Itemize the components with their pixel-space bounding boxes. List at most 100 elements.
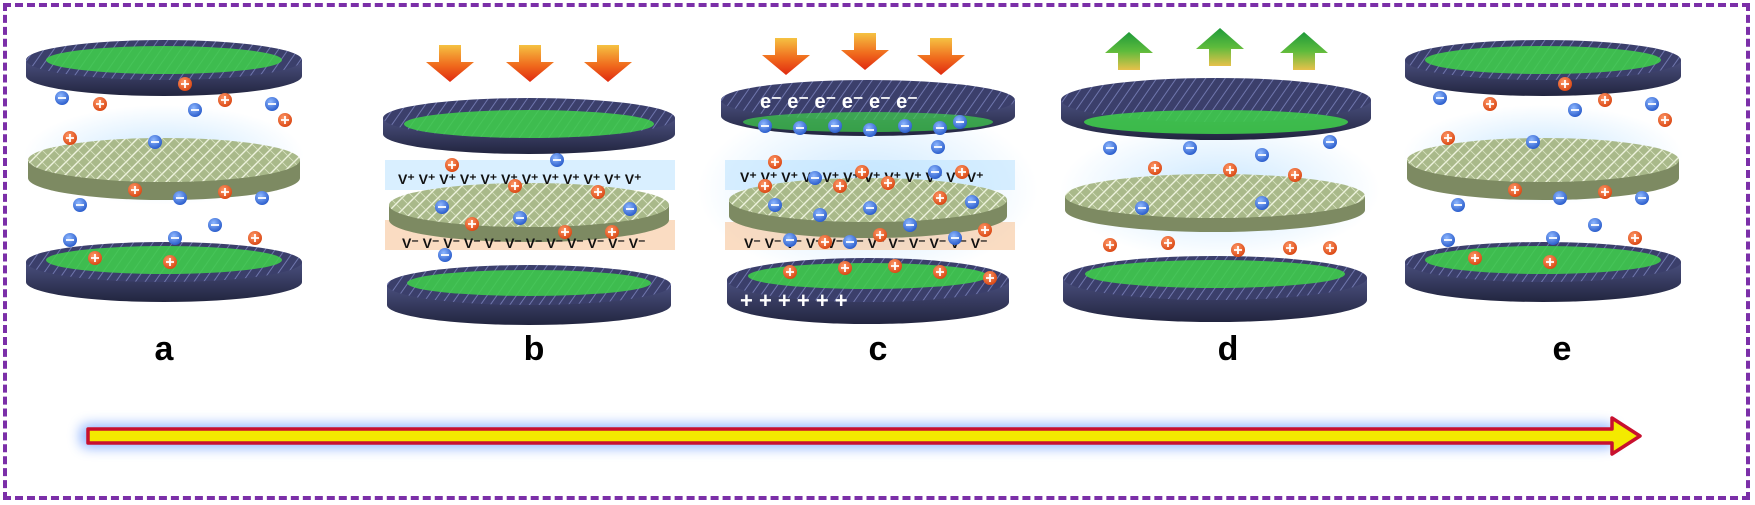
cation-icon <box>881 176 895 190</box>
cation-icon <box>163 255 177 269</box>
bottom-electrode <box>1405 242 1681 302</box>
anion-icon <box>255 191 269 205</box>
anion-icon <box>758 119 772 133</box>
v-minus-label: V⁻ V⁻ V⁻ V⁻ V⁻ V⁻ V⁻ V⁻ V⁻ V⁻ V⁻ V⁻ <box>744 235 988 251</box>
cation-icon <box>591 185 605 199</box>
anion-icon <box>208 218 222 232</box>
panel-label-d: d <box>1217 330 1239 368</box>
down-arrow-icon <box>506 45 554 82</box>
cation-icon <box>1598 93 1612 107</box>
cation-icon <box>1628 231 1642 245</box>
cation-icon <box>1161 236 1175 250</box>
active-material-layer <box>404 110 654 138</box>
panel-b: V⁺ V⁺ V⁺ V⁺ V⁺ V⁺ V⁺ V⁺ V⁺ V⁺ V⁺ V⁺ V⁻ V… <box>383 45 675 325</box>
separator-membrane <box>28 138 300 200</box>
cation-icon <box>888 259 902 273</box>
active-material-layer <box>407 270 651 296</box>
up-arrow-icon <box>1196 28 1244 66</box>
cation-icon <box>1508 183 1522 197</box>
panel-c: e⁻ e⁻ e⁻ e⁻ e⁻ e⁻ + + + + + + V⁺ V⁺ V⁺ V… <box>698 33 1038 324</box>
cation-icon <box>1323 241 1337 255</box>
top-electrode <box>383 98 675 154</box>
ions <box>435 153 637 262</box>
cation-icon <box>758 179 772 193</box>
anion-icon <box>813 208 827 222</box>
cation-icon <box>1483 97 1497 111</box>
cation-icon <box>1223 163 1237 177</box>
active-material-layer <box>748 263 988 289</box>
down-arrow-icon <box>584 45 632 82</box>
v-plus-label: V⁺ V⁺ V⁺ V⁺ V⁺ V⁺ V⁺ V⁺ V⁺ V⁺ V⁺ V⁺ <box>398 171 642 187</box>
right-arrow-icon <box>86 416 1642 456</box>
cation-icon <box>93 97 107 111</box>
down-arrow-icon <box>426 45 474 82</box>
plus-label: + + + + + + <box>740 288 848 313</box>
cation-icon <box>768 155 782 169</box>
anion-icon <box>168 231 182 245</box>
down-arrow-icon <box>917 38 965 75</box>
press-arrows <box>762 33 965 75</box>
cation-icon <box>1543 255 1557 269</box>
panel-a <box>24 40 304 302</box>
anion-icon <box>931 140 945 154</box>
panel-label-a: a <box>154 330 174 368</box>
release-arrows <box>1105 28 1328 70</box>
cation-icon <box>278 113 292 127</box>
cation-icon <box>218 185 232 199</box>
down-arrow-icon <box>762 38 810 75</box>
anion-icon <box>948 231 962 245</box>
cation-icon <box>1558 77 1572 91</box>
cation-icon <box>218 93 232 107</box>
negative-interface-charges: V⁻ V⁻ V⁻ V⁻ V⁻ V⁻ V⁻ V⁻ V⁻ V⁻ V⁻ V⁻ <box>744 235 988 251</box>
cation-icon <box>465 217 479 231</box>
active-material-layer <box>1425 46 1661 74</box>
anion-icon <box>903 218 917 232</box>
cation-icon <box>1598 185 1612 199</box>
anion-icon <box>550 153 564 167</box>
bottom-electrode <box>1063 256 1367 322</box>
anion-icon <box>1635 191 1649 205</box>
anion-icon <box>965 195 979 209</box>
cation-icon <box>1468 251 1482 265</box>
bottom-electrode <box>387 265 671 325</box>
cation-icon <box>873 228 887 242</box>
cation-icon <box>248 231 262 245</box>
separator-membrane <box>1065 174 1365 232</box>
cation-icon <box>178 77 192 91</box>
anion-icon <box>148 135 162 149</box>
cation-icon <box>978 223 992 237</box>
anion-icon <box>1183 141 1197 155</box>
anion-icon <box>933 121 947 135</box>
cation-icon <box>1658 113 1672 127</box>
anion-icon <box>1568 103 1582 117</box>
anion-icon <box>1441 233 1455 247</box>
anion-icon <box>188 103 202 117</box>
cation-icon <box>818 235 832 249</box>
cation-icon <box>933 191 947 205</box>
anion-icon <box>1546 231 1560 245</box>
anion-icon <box>783 233 797 247</box>
ions <box>1103 135 1337 257</box>
anion-icon <box>1553 191 1567 205</box>
positive-interface-charges: V⁺ V⁺ V⁺ V⁺ V⁺ V⁺ V⁺ V⁺ V⁺ V⁺ V⁺ V⁺ <box>398 171 642 187</box>
anion-icon <box>63 233 77 247</box>
ions <box>758 115 997 285</box>
top-electrode <box>1405 40 1681 96</box>
anion-icon <box>1451 198 1465 212</box>
cation-icon <box>605 225 619 239</box>
anion-icon <box>793 121 807 135</box>
bottom-electrode <box>26 242 302 302</box>
anion-icon <box>1103 141 1117 155</box>
anion-icon <box>513 211 527 225</box>
panel-d <box>1060 28 1380 322</box>
active-material-layer <box>46 46 282 74</box>
panel-e <box>1403 40 1683 302</box>
anion-icon <box>435 200 449 214</box>
electron-label: e⁻ e⁻ e⁻ e⁻ e⁻ e⁻ <box>760 91 918 113</box>
anion-icon <box>1255 196 1269 210</box>
anion-icon <box>1433 91 1447 105</box>
cation-icon <box>838 261 852 275</box>
ions <box>1433 77 1672 269</box>
active-material-layer <box>1084 110 1348 134</box>
